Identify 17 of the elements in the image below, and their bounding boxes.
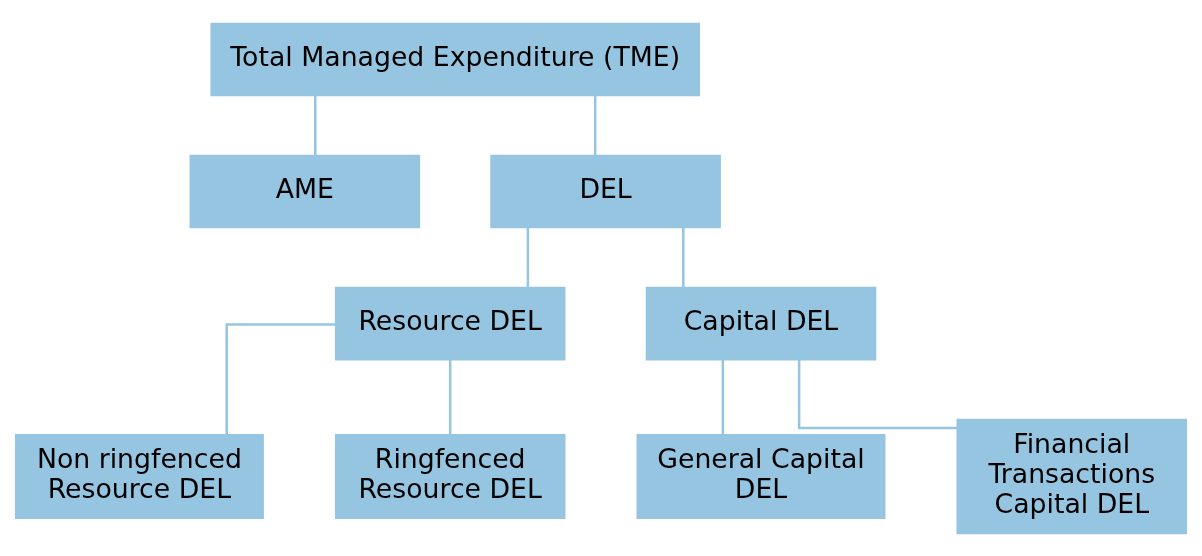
node-box: Resource DEL: [334, 286, 566, 360]
node-box: Ringfenced Resource DEL: [334, 433, 566, 519]
node-box: AME: [189, 154, 421, 228]
connector: [797, 359, 957, 429]
node-box: Capital DEL: [645, 286, 877, 360]
connector: [314, 95, 317, 156]
connector: [225, 322, 336, 434]
connector: [593, 95, 597, 156]
connector: [448, 359, 452, 435]
node-box: Non ringfenced Resource DEL: [14, 433, 264, 519]
node-box: DEL: [490, 154, 721, 228]
node-box: General Capital DEL: [636, 433, 886, 519]
node-box: Total Managed Expenditure (TME): [210, 22, 700, 96]
connector: [682, 227, 685, 288]
node-box: Financial Transactions Capital DEL: [956, 418, 1188, 534]
connector: [526, 227, 530, 288]
connector: [721, 359, 725, 435]
